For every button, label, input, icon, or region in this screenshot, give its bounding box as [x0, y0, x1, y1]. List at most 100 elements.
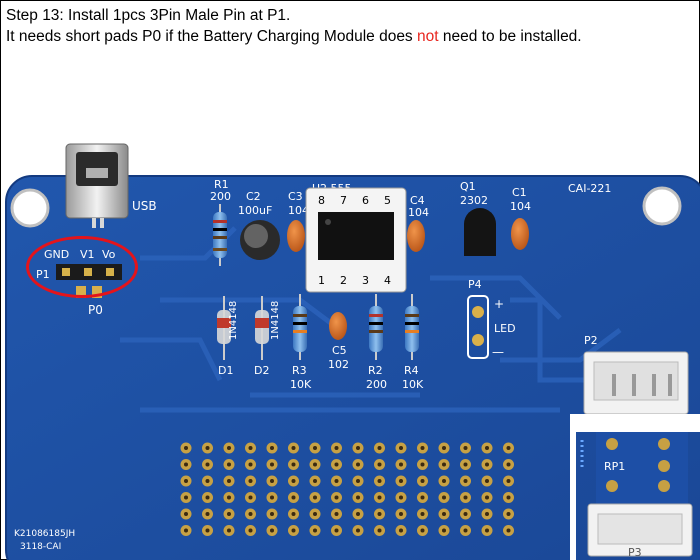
perf-hole — [205, 495, 210, 500]
perf-hole — [291, 446, 296, 450]
perf-hole — [506, 528, 511, 533]
perf-hole — [463, 462, 468, 467]
c5-capacitor: C5 102 — [328, 312, 349, 371]
perf-hole — [313, 446, 317, 450]
perfboard-grid — [180, 442, 514, 536]
svg-text:104: 104 — [510, 200, 531, 213]
svg-text:—: — — [492, 345, 504, 359]
perf-hole — [248, 528, 253, 533]
perf-hole — [485, 512, 489, 516]
perf-hole — [485, 462, 489, 467]
svg-text:Q1: Q1 — [460, 180, 476, 193]
c2-capacitor: C2 100uF — [238, 190, 280, 260]
svg-text:1N4148: 1N4148 — [270, 301, 281, 340]
usb-connector: USB — [65, 143, 157, 228]
perf-hole — [313, 512, 317, 516]
svg-text:2: 2 — [340, 274, 347, 287]
svg-text:200: 200 — [210, 190, 231, 203]
svg-text:102: 102 — [328, 358, 349, 371]
perf-hole — [506, 479, 511, 483]
step-note-highlight: not — [417, 28, 439, 45]
perf-hole — [248, 462, 253, 467]
perf-hole — [227, 495, 231, 500]
r4-resistor: R4 10K — [402, 294, 424, 391]
perf-hole — [334, 495, 339, 500]
perf-hole — [485, 479, 489, 483]
perf-hole — [270, 479, 274, 483]
perf-hole — [270, 528, 274, 533]
perf-hole — [291, 479, 296, 483]
board-model: CAI-221 — [568, 182, 611, 195]
perf-hole — [377, 462, 382, 467]
perf-hole — [227, 446, 231, 450]
perf-hole — [227, 479, 231, 483]
perf-hole — [463, 479, 468, 483]
perf-hole — [442, 512, 446, 516]
perf-hole — [377, 528, 382, 533]
perf-hole — [506, 512, 511, 516]
perf-hole — [291, 462, 296, 467]
perf-hole — [334, 462, 339, 467]
svg-text:+: + — [494, 297, 504, 311]
mount-hole-right — [642, 186, 682, 226]
perf-hole — [399, 495, 403, 500]
perf-hole — [356, 446, 360, 450]
perf-hole — [313, 528, 317, 533]
perf-hole — [420, 462, 425, 467]
perf-hole — [334, 528, 339, 533]
perf-hole — [420, 479, 425, 483]
p4-led-header: P4 + LED — — [467, 278, 516, 359]
svg-text:RP1: RP1 — [604, 460, 625, 473]
perf-hole — [205, 462, 210, 467]
r2-resistor: R2 200 — [366, 294, 387, 391]
svg-text:P4: P4 — [468, 278, 482, 291]
perf-hole — [248, 446, 253, 450]
perf-hole — [463, 495, 468, 500]
svg-text:7: 7 — [340, 194, 347, 207]
step-note-end: need to be installed. — [438, 28, 582, 45]
perf-hole — [313, 495, 317, 500]
svg-text:10K: 10K — [402, 378, 424, 391]
q1-transistor: Q1 2302 — [460, 180, 496, 256]
p2-connector: P2 — [583, 334, 689, 415]
svg-text:200: 200 — [366, 378, 387, 391]
perf-hole — [356, 528, 360, 533]
batch-code-1: K21086185JH — [14, 529, 75, 539]
svg-text:R4: R4 — [404, 364, 419, 377]
perf-hole — [356, 462, 360, 467]
perf-hole — [442, 495, 446, 500]
perf-hole — [506, 495, 511, 500]
perf-hole — [205, 528, 210, 533]
perf-hole — [205, 446, 210, 450]
perf-hole — [399, 446, 403, 450]
perf-hole — [463, 512, 468, 516]
perf-hole — [184, 512, 188, 516]
svg-text:104: 104 — [408, 206, 429, 219]
c4-capacitor: C4 104 — [407, 194, 429, 252]
p3-connector: P3 — [587, 503, 693, 559]
perf-hole — [227, 462, 231, 467]
perf-hole — [463, 528, 468, 533]
perf-hole — [291, 495, 296, 500]
perf-hole — [184, 528, 188, 533]
svg-text:4: 4 — [384, 274, 391, 287]
svg-text:1: 1 — [318, 274, 325, 287]
pcb-photo: USB GND V1 Vo P1 P0 R1 200 C2 100uF C3 1… — [5, 143, 700, 560]
instruction-text: Step 13: Install 1pcs 3Pin Male Pin at P… — [6, 5, 582, 47]
pcb-board — [6, 176, 700, 560]
perf-hole — [270, 462, 274, 467]
svg-text:D1: D1 — [218, 364, 233, 377]
step-note: It needs short pads P0 if the Battery Ch… — [6, 26, 582, 47]
perf-hole — [184, 479, 188, 483]
perf-hole — [248, 495, 253, 500]
svg-text:100uF: 100uF — [238, 204, 272, 217]
perf-hole — [184, 446, 188, 450]
perf-hole — [463, 446, 468, 450]
perf-hole — [506, 462, 511, 467]
perf-hole — [227, 528, 231, 533]
step-note-start: It needs short pads P0 if the Battery Ch… — [6, 28, 417, 45]
perf-hole — [291, 528, 296, 533]
perf-hole — [399, 479, 403, 483]
r1-resistor: R1 200 — [210, 178, 231, 266]
svg-text:LED: LED — [494, 322, 516, 335]
